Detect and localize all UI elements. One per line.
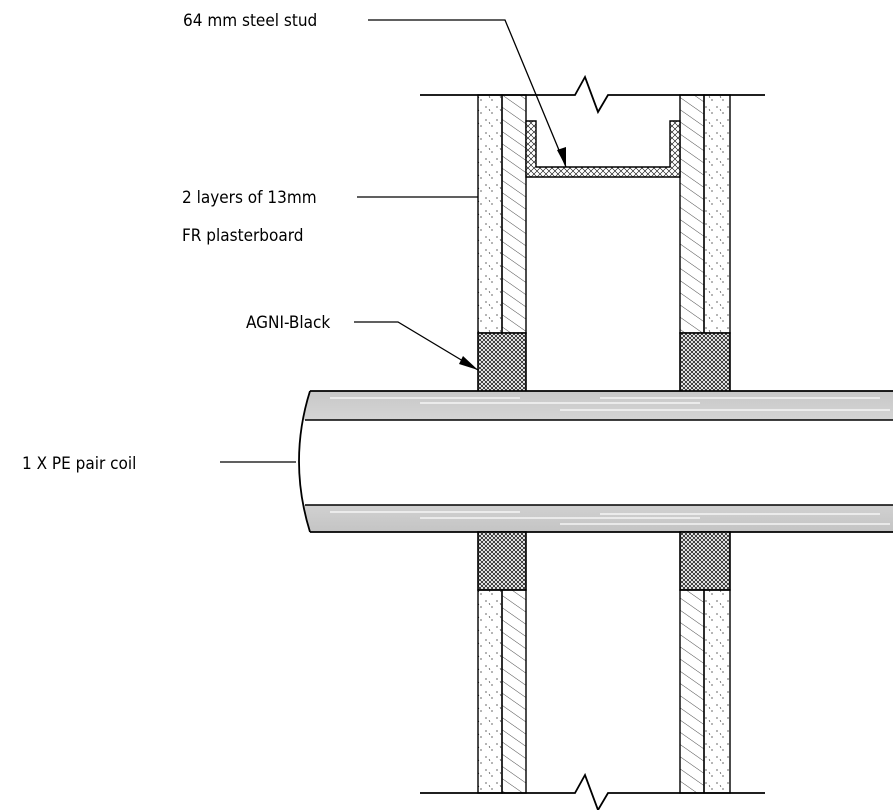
- bottom-break-line: [420, 772, 765, 810]
- left-wall-upper: [477, 94, 527, 334]
- label-sealant: AGNI-Black: [246, 313, 330, 333]
- sealant-right-lower: [679, 531, 731, 591]
- pe-pair-coil-pipe: [298, 390, 893, 533]
- left-wall-lower: [477, 589, 527, 794]
- label-plasterboard-line2: FR plasterboard: [182, 226, 303, 246]
- sealant-left-lower: [477, 531, 527, 591]
- right-wall-upper: [679, 94, 731, 334]
- top-break-line: [420, 74, 765, 115]
- label-pipe: 1 X PE pair coil: [22, 454, 136, 474]
- leader-sealant: [354, 321, 479, 371]
- label-plasterboard-line1: 2 layers of 13mm: [182, 188, 317, 208]
- sealant-right-upper: [679, 332, 731, 394]
- leader-steel-stud: [368, 19, 567, 168]
- label-steel-stud: 64 mm steel stud: [183, 11, 317, 31]
- right-wall-lower: [679, 589, 731, 794]
- sealant-left-upper: [477, 332, 527, 394]
- steel-stud: [525, 120, 681, 178]
